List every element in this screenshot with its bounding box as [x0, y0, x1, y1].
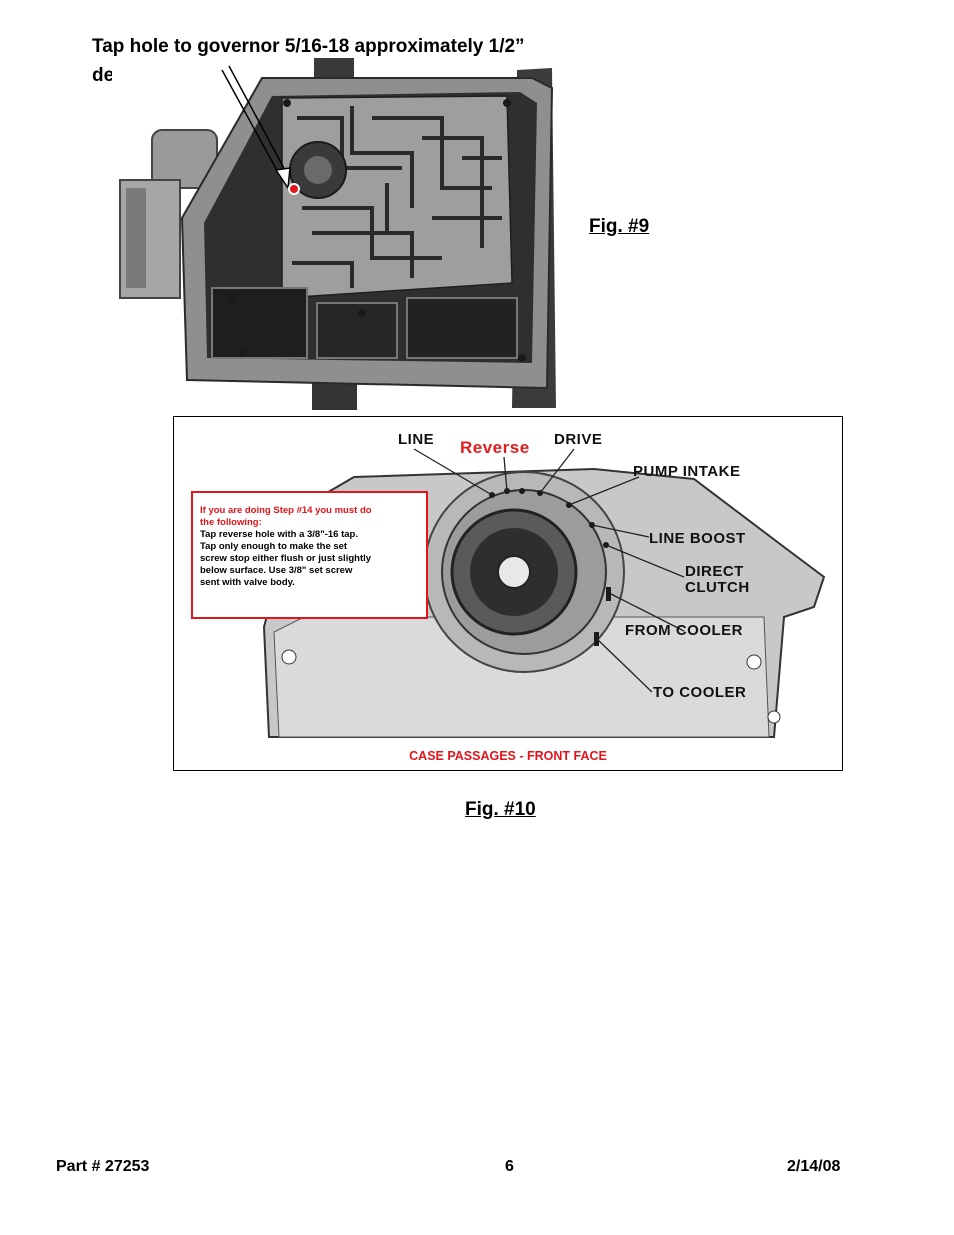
- instruction-line-1: Tap hole to governor 5/16-18 approximate…: [92, 36, 525, 57]
- note-body-3: screw stop either flush or just slightly: [200, 553, 372, 564]
- case-passages-caption: CASE PASSAGES - FRONT FACE: [409, 749, 607, 763]
- footer-date: 2/14/08: [787, 1158, 841, 1175]
- callout-direct-clutch-2: CLUTCH: [685, 579, 750, 596]
- note-heading-2: the following:: [200, 517, 262, 528]
- footer-part-number: Part # 27253: [56, 1158, 150, 1175]
- note-body-4: below surface. Use 3/8" set screw: [200, 565, 353, 576]
- callout-to-cooler: TO COOLER: [653, 684, 747, 701]
- fig-10-label: Fig. #10: [465, 799, 536, 820]
- callout-line: LINE: [398, 431, 435, 448]
- governor-hole-marker-icon: [288, 183, 300, 195]
- callout-pump-intake: PUMP INTAKE: [633, 463, 741, 480]
- callout-reverse: Reverse: [460, 438, 530, 457]
- step-14-note-box: If you are doing Step #14 you must do th…: [191, 491, 428, 619]
- case-passages-figure: LINE Reverse DRIVE PUMP INTAKE LINE BOOS…: [173, 416, 843, 771]
- note-body-1: Tap reverse hole with a 3/8"-16 tap.: [200, 529, 358, 540]
- callout-drive: DRIVE: [554, 431, 603, 448]
- note-body-2: Tap only enough to make the set: [200, 541, 348, 552]
- footer-page-number: 6: [505, 1158, 514, 1175]
- callout-from-cooler: FROM COOLER: [625, 622, 743, 639]
- callout-direct-clutch-1: DIRECT: [685, 563, 744, 580]
- callout-line-boost: LINE BOOST: [649, 530, 746, 547]
- note-body-5: sent with valve body.: [200, 577, 295, 588]
- note-heading-1: If you are doing Step #14 you must do: [200, 505, 372, 516]
- valve-body-photo: [112, 58, 558, 410]
- fig-9-label: Fig. #9: [589, 216, 650, 237]
